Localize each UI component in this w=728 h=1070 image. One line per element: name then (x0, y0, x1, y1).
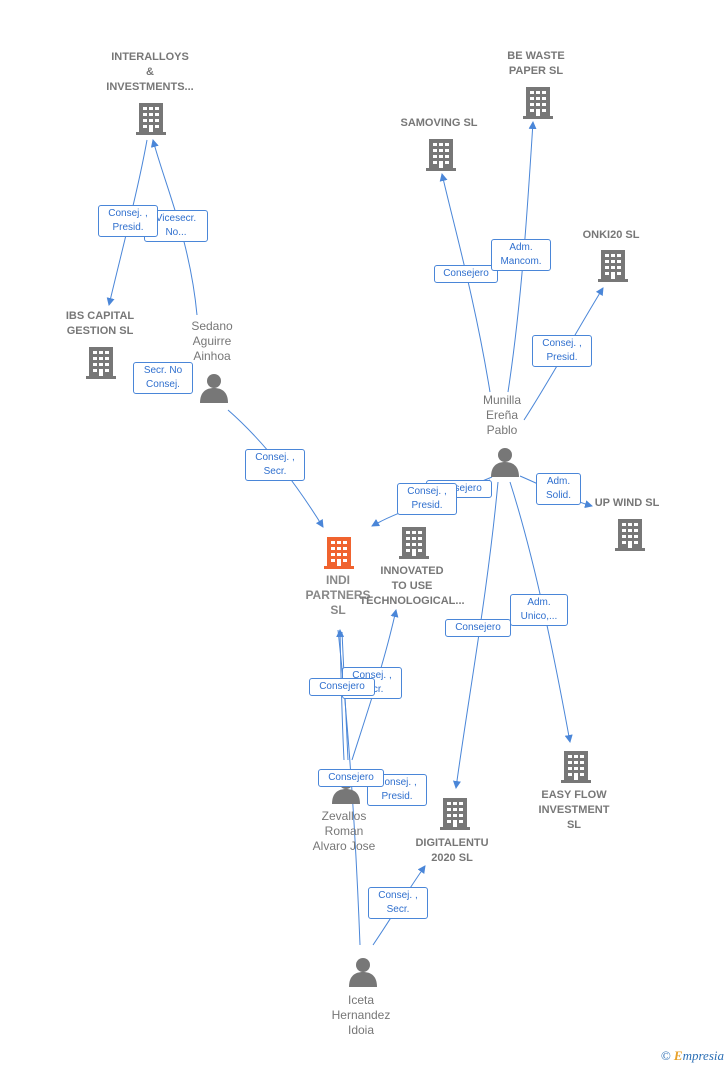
person-icon[interactable] (491, 447, 519, 477)
person-label-iceta[interactable]: Iceta Hernandez Idoia (331, 993, 391, 1037)
edge-label-consej-presid-indi[interactable]: Consej. , Presid. (397, 483, 457, 515)
person-icon[interactable] (349, 957, 377, 987)
person-label-sedano[interactable]: Sedano Aguirre Ainhoa (191, 319, 233, 363)
company-label-samoving[interactable]: SAMOVING SL (400, 117, 478, 129)
company-label-be-waste[interactable]: BE WASTE PAPER SL (507, 50, 565, 77)
building-icon[interactable] (136, 101, 166, 135)
company-label-innovated[interactable]: INNOVATED TO USE TECHNOLOGICAL... (359, 565, 465, 607)
copyright-symbol: © (660, 1048, 671, 1063)
brand-logo-text: mpresia (682, 1048, 724, 1063)
edge-label-consejero-digitalentu[interactable]: Consejero (445, 619, 511, 637)
edge-label-adm-mancom-be-waste[interactable]: Adm. Mancom. (491, 239, 551, 271)
building-icon[interactable] (86, 345, 116, 379)
company-label-indi-partners[interactable]: INDI PARTNERS SL (305, 573, 371, 617)
edge-label-consej-secr-sedano[interactable]: Consej. , Secr. (245, 449, 305, 481)
building-icon[interactable] (426, 137, 456, 171)
building-icon[interactable] (399, 525, 429, 559)
brand-logo-letter: E (673, 1048, 683, 1063)
edge-zevallos-to-indi (336, 629, 345, 761)
person-label-zevallos[interactable]: Zevallos Roman Alvaro Jose (312, 809, 376, 853)
building-icon[interactable] (615, 517, 645, 551)
building-icon[interactable] (523, 85, 553, 119)
building-icon[interactable] (440, 796, 470, 830)
company-label-up-wind[interactable]: UP WIND SL (594, 497, 660, 509)
building-icon[interactable] (561, 749, 591, 783)
edge-label-secr-no-consej-ibs[interactable]: Secr. No Consej. (133, 362, 193, 394)
focus-building-icon[interactable] (324, 535, 354, 569)
edge-munilla-to-samoving (439, 173, 491, 393)
person-label-munilla[interactable]: Munilla Ereña Pablo (482, 393, 522, 437)
edge-label-consejero-iceta[interactable]: Consejero (318, 769, 384, 787)
building-icon[interactable] (598, 248, 628, 282)
edge-label-consej-presid-onki20[interactable]: Consej. , Presid. (532, 335, 592, 367)
empresia-watermark: © Empresia (661, 1048, 724, 1064)
edge-label-adm-solid-up-wind[interactable]: Adm. Solid. (536, 473, 581, 505)
company-label-digitalentu[interactable]: DIGITALENTU 2020 SL (415, 837, 489, 864)
edge-label-adm-unico-easy-flow[interactable]: Adm. Unico,... (510, 594, 568, 626)
edge-label-consej-presid-interalloys[interactable]: Consej. , Presid. (98, 205, 158, 237)
edge-munilla-to-digitalentu (452, 481, 499, 789)
person-icon[interactable] (200, 373, 228, 403)
edge-label-consejero-samoving[interactable]: Consejero (434, 265, 498, 283)
company-label-easy-flow[interactable]: EASY FLOW INVESTMENT SL (538, 789, 610, 831)
company-label-onki20[interactable]: ONKI20 SL (582, 229, 640, 241)
company-label-interalloys[interactable]: INTERALLOYS & INVESTMENTS... (106, 51, 194, 93)
edge-label-consej-secr-iceta-digitalentu[interactable]: Consej. , Secr. (368, 887, 428, 919)
company-label-ibs-capital[interactable]: IBS CAPITAL GESTION SL (65, 310, 135, 337)
edge-label-consejero-zevallos-indi[interactable]: Consejero (309, 678, 375, 696)
